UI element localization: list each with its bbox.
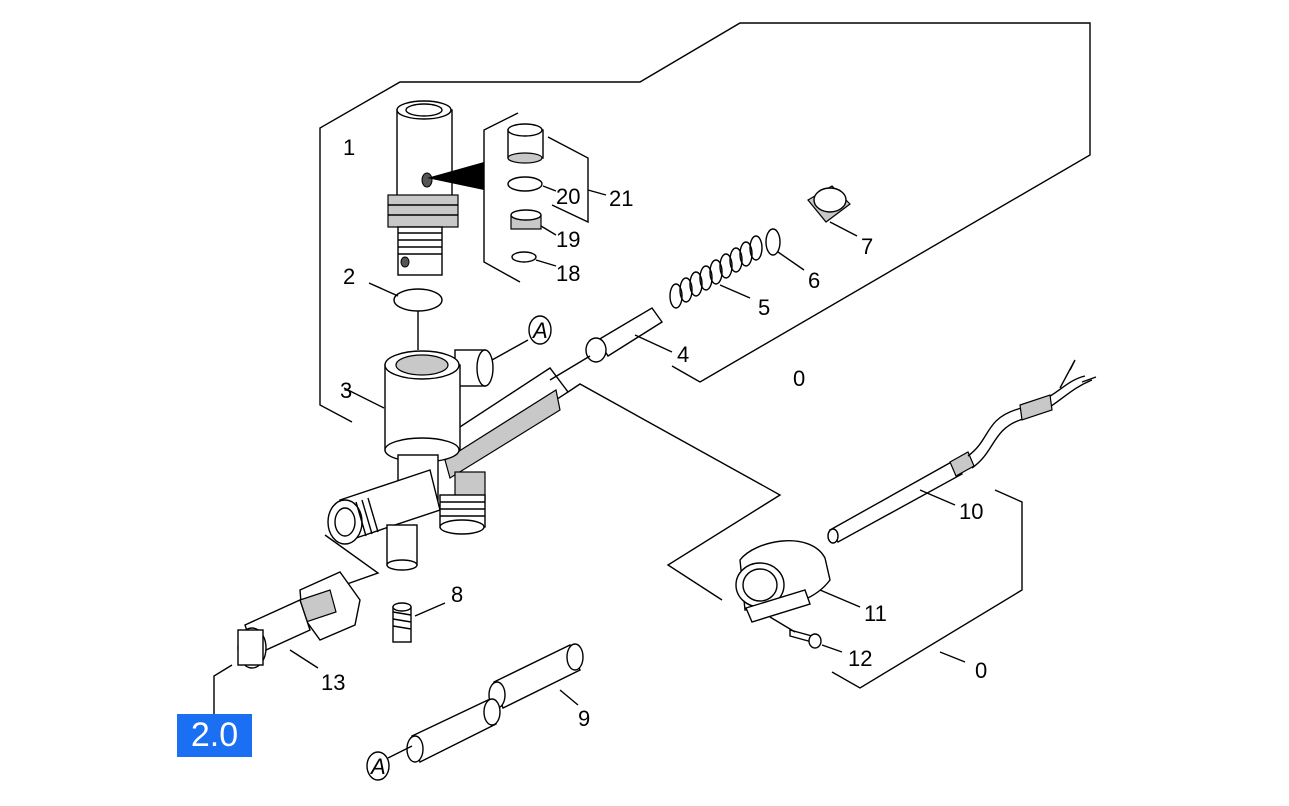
callout-10: 10 [959, 499, 983, 524]
part-18-o-ring [511, 251, 557, 267]
part-6-ring [765, 228, 805, 271]
callout-18: 18 [556, 261, 580, 286]
connector-a-bottom-label: A [369, 754, 386, 779]
callout-12: 12 [848, 646, 872, 671]
callout-labels: 1 2 3 4 5 6 7 8 9 10 11 12 13 18 19 20 2… [321, 135, 987, 731]
callout-7: 7 [861, 234, 873, 259]
part-9-sleeves [387, 643, 584, 763]
callout-21: 21 [609, 186, 633, 211]
part-5-spring [669, 235, 763, 309]
bracket-link-clamp [567, 383, 782, 601]
callout-8: 8 [451, 582, 463, 607]
part-3-housing [327, 349, 570, 571]
part-19-nut [510, 209, 557, 236]
callout-19: 19 [556, 227, 580, 252]
assembly-bracket-bottom [831, 489, 1023, 689]
callout-6: 6 [808, 268, 820, 293]
callout-9: 9 [578, 706, 590, 731]
detail-bracket-seals [483, 112, 607, 283]
callout-5: 5 [758, 295, 770, 320]
bracket-bottom-leader [939, 651, 966, 663]
callout-4: 4 [677, 342, 689, 367]
part-12-screw [769, 616, 843, 653]
assembly-bracket-top [319, 22, 1091, 423]
callout-1: 1 [343, 135, 355, 160]
callout-0-top: 0 [793, 366, 805, 391]
part-21-cap [507, 123, 544, 164]
part-7-plug [807, 185, 858, 237]
callout-11: 11 [864, 601, 887, 626]
part-20-o-ring [507, 176, 557, 192]
part-4-pin [549, 307, 673, 381]
part-1-valve-insert [387, 100, 484, 276]
callout-0-bottom: 0 [975, 658, 987, 683]
part-10-sensor [827, 359, 1097, 544]
connector-mark-a-top[interactable]: A [491, 315, 552, 361]
version-badge[interactable]: 2.0 [177, 714, 252, 757]
part-11-clamp [735, 540, 861, 623]
callout-2: 2 [343, 264, 355, 289]
connector-mark-a-bottom[interactable]: A [366, 751, 390, 781]
callout-3: 3 [340, 378, 352, 403]
connector-a-top-label: A [531, 318, 548, 343]
callout-20: 20 [556, 184, 580, 209]
callout-13: 13 [321, 670, 345, 695]
part-8-screw [392, 602, 446, 643]
part-13-fitting [213, 571, 361, 714]
part-2-o-ring [368, 282, 443, 350]
